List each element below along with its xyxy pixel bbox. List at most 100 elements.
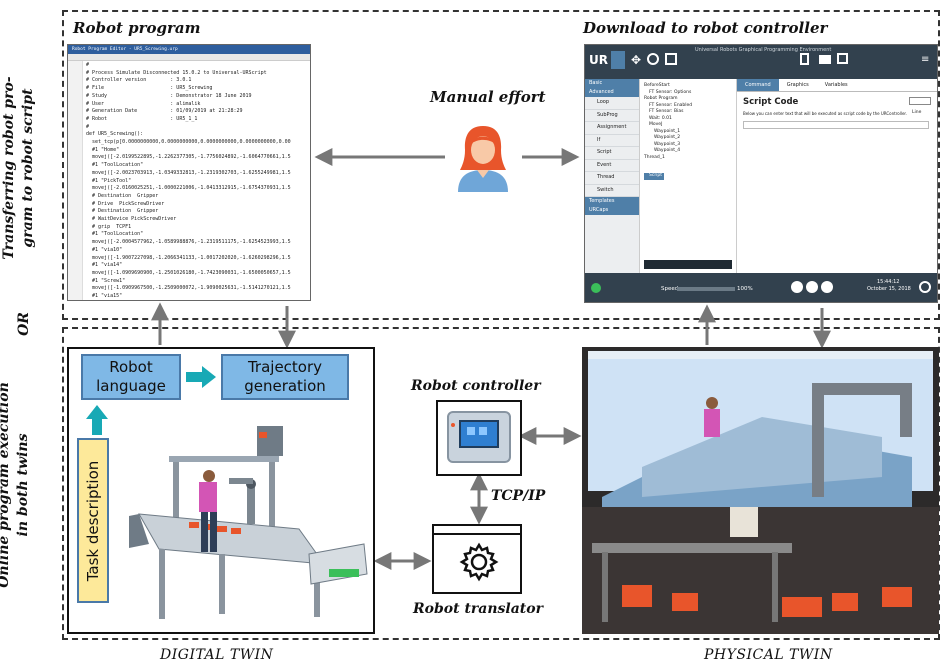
ur-tree-item[interactable]: Script: [644, 173, 665, 180]
ur-footer: Speed 100% 15:44:12 October 15, 2018: [585, 273, 937, 302]
ur-sidebar-item[interactable]: Advanced: [585, 88, 639, 97]
manual-effort-label: Manual effort: [430, 88, 546, 106]
ur-command-panel: Command Graphics Variables Script Code L…: [737, 79, 937, 273]
code-line: # Generation Date : 01/09/2019 at 21:28:…: [86, 108, 243, 115]
script-code-heading: Script Code: [743, 97, 799, 107]
power-status-icon[interactable]: [591, 283, 601, 293]
code-line: # Destination Gripper: [86, 208, 159, 215]
save-icon[interactable]: [837, 53, 848, 64]
code-line: # Process Simulate Disconnected 15.0.2 t…: [86, 69, 267, 76]
play-button[interactable]: [791, 281, 803, 293]
script-input[interactable]: [743, 121, 929, 129]
person-icon: [458, 126, 508, 192]
code-line: # User : alimalik: [86, 100, 201, 107]
step-button[interactable]: [806, 281, 818, 293]
code-line: #1 "via15": [86, 293, 123, 300]
speed-slider[interactable]: [677, 287, 735, 291]
teal-arrow-right: [186, 366, 216, 388]
title-robot-program: Robot program: [73, 19, 201, 37]
ur-tree-item[interactable]: BeforeStart: [644, 83, 670, 88]
run-tab-icon[interactable]: [611, 51, 625, 69]
menu-icon[interactable]: ≡: [921, 54, 930, 65]
clock-date: October 15, 2018: [867, 286, 911, 292]
code-line: movej([-2.0023703913,-1.0349332813,-1.23…: [86, 169, 291, 176]
code-line: # Drive PickScrewDriver: [86, 200, 165, 207]
code-line: #1 "Home": [86, 146, 120, 153]
script-description: Below you can enter text that will be ex…: [743, 111, 907, 116]
robot-language-box: Robot language: [81, 354, 181, 400]
ur-tree-item[interactable]: Robot Program: [644, 96, 678, 101]
code-line: movej([-1.0909690900,-1.2501026180,-1.74…: [86, 269, 291, 276]
tcp-ip-label: TCP/IP: [491, 488, 546, 504]
code-line: # Controller version : 3.0.1: [86, 77, 192, 84]
ur-controller-screen: Universal Robots Graphical Programming E…: [584, 44, 938, 303]
ur-tree-item[interactable]: Thread_1: [644, 154, 665, 160]
code-line: # WaitDevice PickScrewDriver: [86, 216, 177, 223]
robot-program-window: Robot Program Editor - UR5_Screwing.urp …: [67, 44, 311, 301]
code-line: # Robot : UR5_1_1: [86, 115, 198, 122]
speed-label: Speed: [661, 286, 679, 292]
tab-variables[interactable]: Variables: [824, 82, 848, 88]
ur-sidebar-item[interactable]: Basic: [585, 79, 639, 88]
code-line: #1 "ToolLocation": [86, 162, 144, 169]
robot-controller-label: Robot controller: [411, 378, 541, 394]
ur-sidebar-item[interactable]: Event: [585, 160, 639, 172]
code-line: # Study : Demonstrator 18 June 2019: [86, 92, 252, 99]
teal-arrow-up: [86, 405, 108, 435]
code-line: #: [86, 123, 90, 130]
speed-value: 100%: [737, 286, 753, 292]
gear-icon: [459, 542, 499, 582]
ur-tree-item[interactable]: MoveJ: [649, 122, 663, 127]
robot-controller-box: [436, 400, 522, 476]
physical-twin-photo: [582, 347, 939, 634]
code-line: # Destination Gripper: [86, 192, 159, 199]
tab-command[interactable]: Command: [737, 79, 779, 91]
code-line: movej([-1.9007227098,-1.2066341133,-1.00…: [86, 254, 291, 261]
ur-tree-item[interactable]: FT Sensor: Bias: [649, 109, 684, 114]
code-lines: # # Process Simulate Disconnected 15.0.2 …: [83, 61, 291, 300]
shutdown-icon[interactable]: [919, 281, 931, 293]
tab-graphics[interactable]: Graphics: [786, 82, 809, 88]
code-line: #1 "PickTool": [86, 177, 132, 184]
ur-tree-item[interactable]: Waypoint_3: [654, 141, 681, 147]
top-dashed-frame: [62, 10, 940, 320]
ur-tree-toolbar: [644, 260, 732, 269]
ur-sidebar-item[interactable]: Templates: [585, 197, 639, 206]
ur-sidebar-item[interactable]: Script: [585, 147, 639, 160]
code-line: set_tcp(p[0.0000000000,0.0000000000,0.00…: [86, 139, 291, 146]
ur-sidebar-item[interactable]: If: [585, 135, 639, 147]
new-icon[interactable]: [800, 53, 809, 65]
code-line: movej([-2.0004577962,-1.0589988876,-1.23…: [86, 239, 291, 246]
ur-sidebar-item[interactable]: URCaps: [585, 206, 639, 215]
bottom-dashed-frame: [62, 327, 940, 640]
code-line: #1 "ToolLocation": [86, 231, 144, 238]
ur-tree-item[interactable]: FT Sensor: Options: [649, 89, 692, 95]
robot-translator-box: [432, 524, 522, 594]
script-dropdown[interactable]: Line: [909, 97, 931, 115]
title-download: Download to robot controller: [583, 19, 828, 37]
ur-sidebar-item[interactable]: Thread: [585, 172, 639, 185]
ur-tree-item[interactable]: FT Sensor: Enabled: [649, 102, 693, 108]
ur-sidebar-item[interactable]: Switch: [585, 185, 639, 197]
ur-sidebar-item[interactable]: Assignment: [585, 122, 639, 135]
stop-button[interactable]: [821, 281, 833, 293]
code-line: #1 "via14": [86, 262, 123, 269]
code-line: def UR5_Screwing():: [86, 131, 144, 138]
ur-tree-item[interactable]: Waypoint_4: [654, 148, 681, 153]
code-line: # grip TCPF1: [86, 223, 132, 230]
code-window-titlebar: Robot Program Editor - UR5_Screwing.urp: [68, 45, 310, 54]
ur-sidebar-item[interactable]: Loop: [585, 97, 639, 110]
ur-tree-item[interactable]: Waypoint_2: [654, 135, 681, 140]
ur-sidebar-item[interactable]: SubProg: [585, 110, 639, 122]
move-icon[interactable]: ✥: [631, 53, 642, 67]
ur-tree-item[interactable]: Waypoint_1: [654, 128, 681, 134]
code-line: #1 "via10": [86, 246, 123, 253]
code-line: movej([-2.0199522895,-1.2262377305,-1.77…: [86, 154, 291, 161]
open-icon[interactable]: [819, 55, 831, 64]
ur-tree-item[interactable]: Wait: 0.01: [649, 115, 672, 121]
io-icon[interactable]: [647, 53, 659, 65]
log-icon[interactable]: [665, 53, 677, 65]
